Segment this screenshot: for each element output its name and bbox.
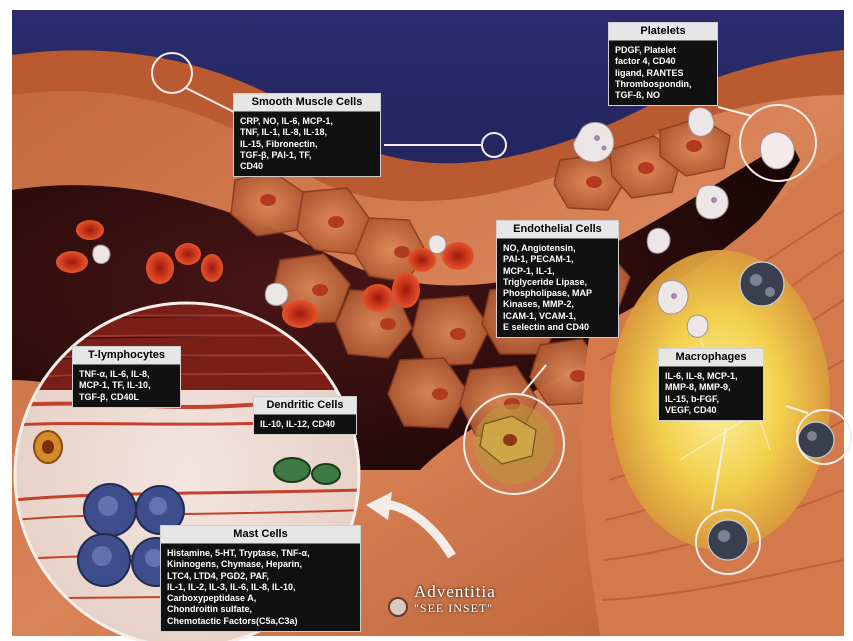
platelets-line: Thrombospondin, bbox=[615, 79, 711, 90]
t-lymphocytes-line: MCP-1, TF, IL-10, bbox=[79, 380, 174, 391]
endothelial-cells-list: NO, Angiotensin, PAI-1, PECAM-1, MCP-1, … bbox=[497, 239, 618, 337]
endothelial-line: Triglyceride Lipase, bbox=[503, 277, 612, 288]
t-lymphocytes-line: TNF-α, IL-6, IL-8, bbox=[79, 369, 174, 380]
mast-cells-title: Mast Cells bbox=[161, 526, 360, 544]
smooth-muscle-line: IL-15, Fibronectin, bbox=[240, 139, 374, 150]
t-lymphocytes-line: TGF-β, CD40L bbox=[79, 392, 174, 403]
smooth-muscle-line: CRP, NO, IL-6, MCP-1, bbox=[240, 116, 374, 127]
macrophages-line: MMP-8, MMP-9, bbox=[665, 382, 757, 393]
smooth-muscle-cells-title: Smooth Muscle Cells bbox=[234, 94, 380, 112]
macrophages-line: VEGF, CD40 bbox=[665, 405, 757, 416]
t-lymphocytes-list: TNF-α, IL-6, IL-8, MCP-1, TF, IL-10, TGF… bbox=[73, 365, 180, 407]
platelets-list: PDGF, Platelet factor 4, CD40 ligand, RA… bbox=[609, 41, 717, 105]
endothelial-cells-panel: Endothelial Cells NO, Angiotensin, PAI-1… bbox=[496, 220, 619, 338]
smooth-muscle-line: TNF, IL-1, IL-8, IL-18, bbox=[240, 127, 374, 138]
platelets-line: factor 4, CD40 bbox=[615, 56, 711, 67]
platelets-line: PDGF, Platelet bbox=[615, 45, 711, 56]
platelets-line: ligand, RANTES bbox=[615, 68, 711, 79]
smooth-muscle-line: CD40 bbox=[240, 161, 374, 172]
endothelial-line: E selectin and CD40 bbox=[503, 322, 612, 333]
platelets-title: Platelets bbox=[609, 23, 717, 41]
endothelial-line: PAI-1, PECAM-1, bbox=[503, 254, 612, 265]
platelets-line: TGF-ß, NO bbox=[615, 90, 711, 101]
endothelial-line: Phospholipase, MAP bbox=[503, 288, 612, 299]
endothelial-line: ICAM-1, VCAM-1, bbox=[503, 311, 612, 322]
see-inset-note: "SEE INSET" bbox=[414, 601, 496, 616]
mast-cells-list: Histamine, 5-HT, Tryptase, TNF-α, Kinino… bbox=[161, 544, 360, 631]
mast-cells-panel: Mast Cells Histamine, 5-HT, Tryptase, TN… bbox=[160, 525, 361, 632]
macrophages-panel: Macrophages IL-6, IL-8, MCP-1, MMP-8, MM… bbox=[658, 348, 764, 421]
mast-line: Chemotactic Factors(C5a,C3a) bbox=[167, 616, 354, 627]
adventitia-title: Adventitia bbox=[414, 582, 496, 602]
smooth-muscle-line: TGF-β, PAI-1, TF, bbox=[240, 150, 374, 161]
mast-line: Carboxypeptidase A, bbox=[167, 593, 354, 604]
macrophages-list: IL-6, IL-8, MCP-1, MMP-8, MMP-9, IL-15, … bbox=[659, 367, 763, 420]
mast-line: Chondroitin sulfate, bbox=[167, 604, 354, 615]
endothelial-line: Kinases, MMP-2, bbox=[503, 299, 612, 310]
mast-line: Kininogens, Chymase, Heparin, bbox=[167, 559, 354, 570]
mast-line: Histamine, 5-HT, Tryptase, TNF-α, bbox=[167, 548, 354, 559]
platelets-panel: Platelets PDGF, Platelet factor 4, CD40 … bbox=[608, 22, 718, 106]
endothelial-line: NO, Angiotensin, bbox=[503, 243, 612, 254]
dendritic-cells-panel: Dendritic Cells IL-10, IL-12, CD40 bbox=[253, 396, 357, 435]
endothelial-line: MCP-1, IL-1, bbox=[503, 266, 612, 277]
endothelial-cells-title: Endothelial Cells bbox=[497, 221, 618, 239]
dendritic-line: IL-10, IL-12, CD40 bbox=[260, 419, 350, 430]
macrophages-title: Macrophages bbox=[659, 349, 763, 367]
macrophages-line: IL-15, b-FGF, bbox=[665, 394, 757, 405]
t-lymphocytes-panel: T-lymphocytes TNF-α, IL-6, IL-8, MCP-1, … bbox=[72, 346, 181, 408]
dendritic-cells-list: IL-10, IL-12, CD40 bbox=[254, 415, 356, 434]
mast-line: IL-1, IL-2, IL-3, IL-6, IL-8, IL-10, bbox=[167, 582, 354, 593]
t-lymphocytes-title: T-lymphocytes bbox=[73, 347, 180, 365]
macrophages-line: IL-6, IL-8, MCP-1, bbox=[665, 371, 757, 382]
smooth-muscle-cells-panel: Smooth Muscle Cells CRP, NO, IL-6, MCP-1… bbox=[233, 93, 381, 177]
dendritic-cells-title: Dendritic Cells bbox=[254, 397, 356, 415]
mast-line: LTC4, LTD4, PGD2, PAF, bbox=[167, 571, 354, 582]
adventitia-label: Adventitia "SEE INSET" bbox=[414, 582, 496, 616]
smooth-muscle-cells-list: CRP, NO, IL-6, MCP-1, TNF, IL-1, IL-8, I… bbox=[234, 112, 380, 176]
